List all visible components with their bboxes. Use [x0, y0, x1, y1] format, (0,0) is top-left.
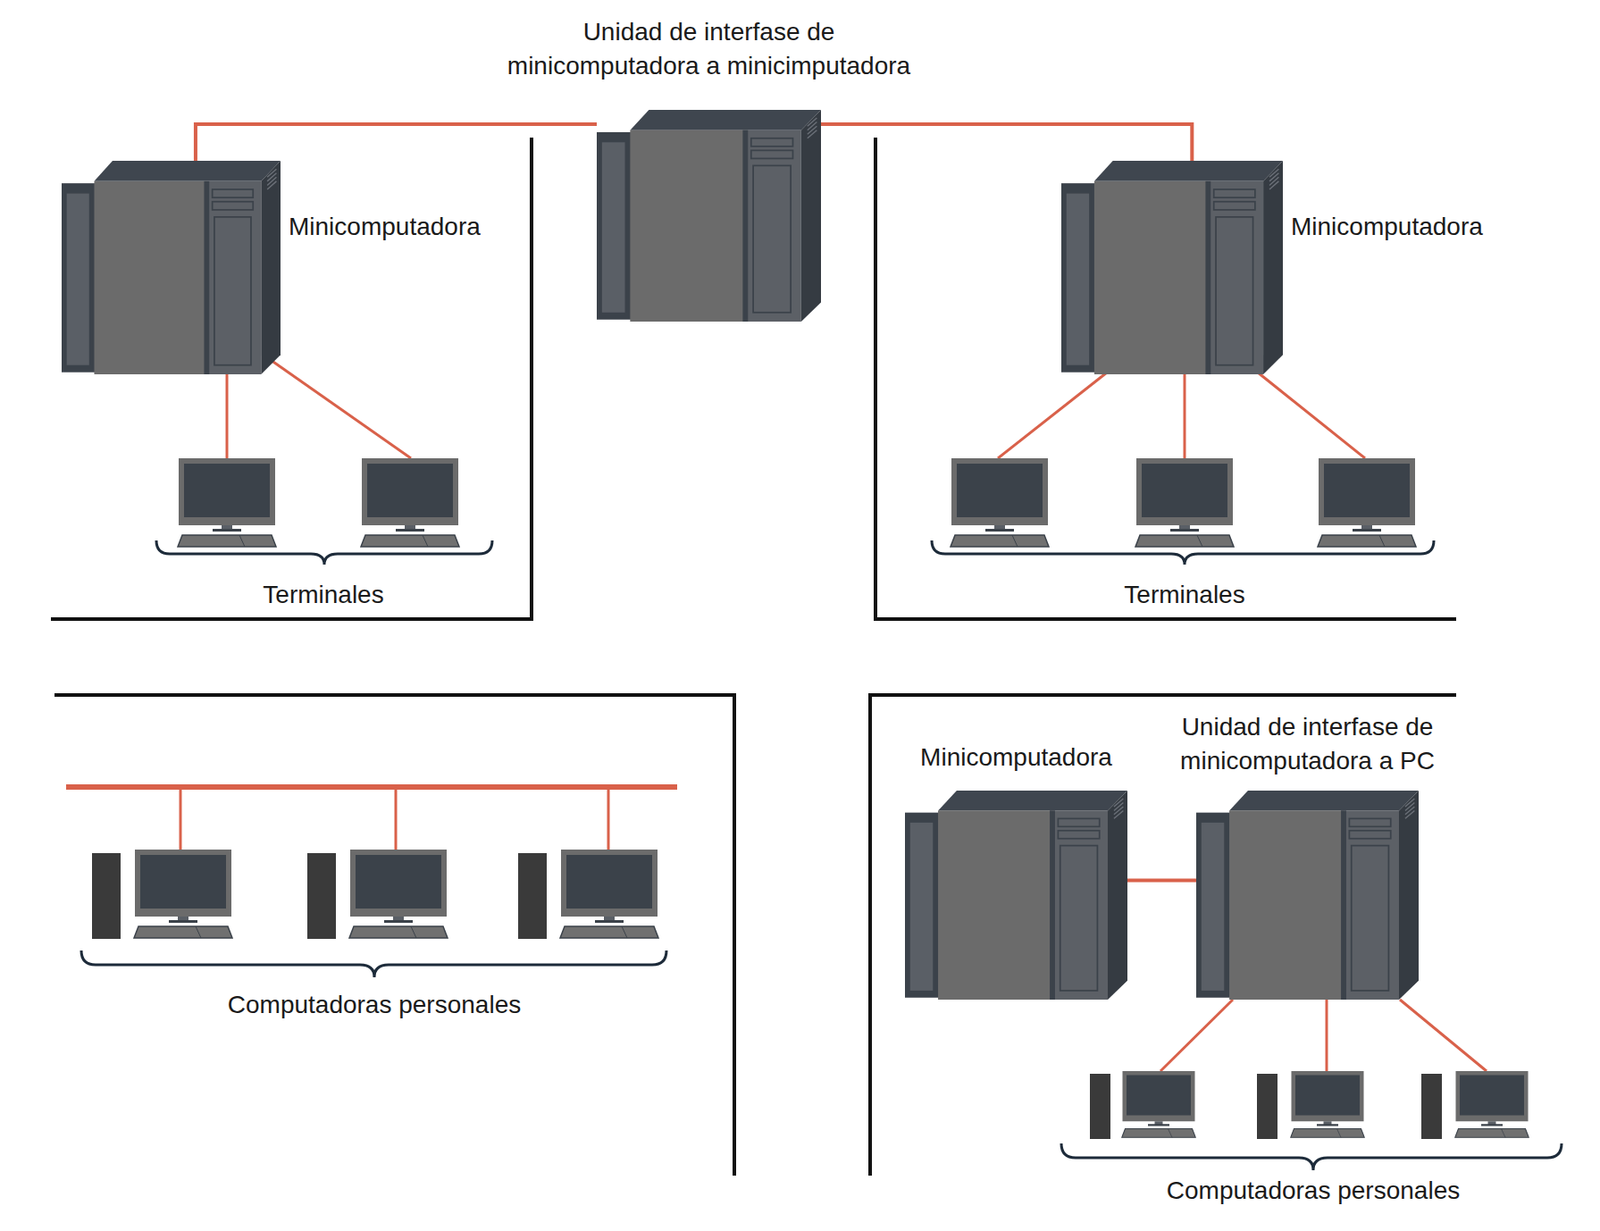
room-walls	[50, 137, 1457, 1176]
node-label: Unidad de interfase de minicomputadora a…	[1164, 710, 1451, 779]
node-label: Minicomputadora	[1290, 209, 1483, 244]
computer-node: Minicomputadora	[61, 160, 281, 375]
node-label: Minicomputadora	[288, 209, 481, 244]
network-link	[1127, 879, 1197, 883]
computer-node: Unidad de interfase de minicomputadora a…	[1196, 790, 1419, 1000]
node-label: Unidad de interfase de minicomputadora a…	[494, 15, 924, 84]
computer-node: Minicomputadora	[904, 790, 1128, 1000]
network-link	[195, 124, 597, 161]
terminal-icons	[177, 458, 1416, 547]
server-tower	[1061, 160, 1283, 375]
computer-node: Unidad de interfase de minicomputadora a…	[596, 109, 821, 322]
server-tower	[596, 109, 821, 322]
group-label: Terminales	[262, 578, 384, 612]
braces	[81, 540, 1562, 1171]
wires	[180, 360, 1487, 1072]
network-bus	[66, 784, 678, 790]
node-label: Minicomputadora	[909, 740, 1124, 775]
server-tower	[904, 790, 1128, 1000]
computer-node: Minicomputadora	[1061, 160, 1283, 375]
server-tower	[61, 160, 281, 375]
group-label: Terminales	[1123, 578, 1245, 612]
group-label: Computadoras personales	[1166, 1174, 1460, 1207]
network-link	[820, 124, 1192, 161]
server-tower	[1196, 790, 1419, 1000]
group-label: Computadoras personales	[227, 988, 521, 1022]
